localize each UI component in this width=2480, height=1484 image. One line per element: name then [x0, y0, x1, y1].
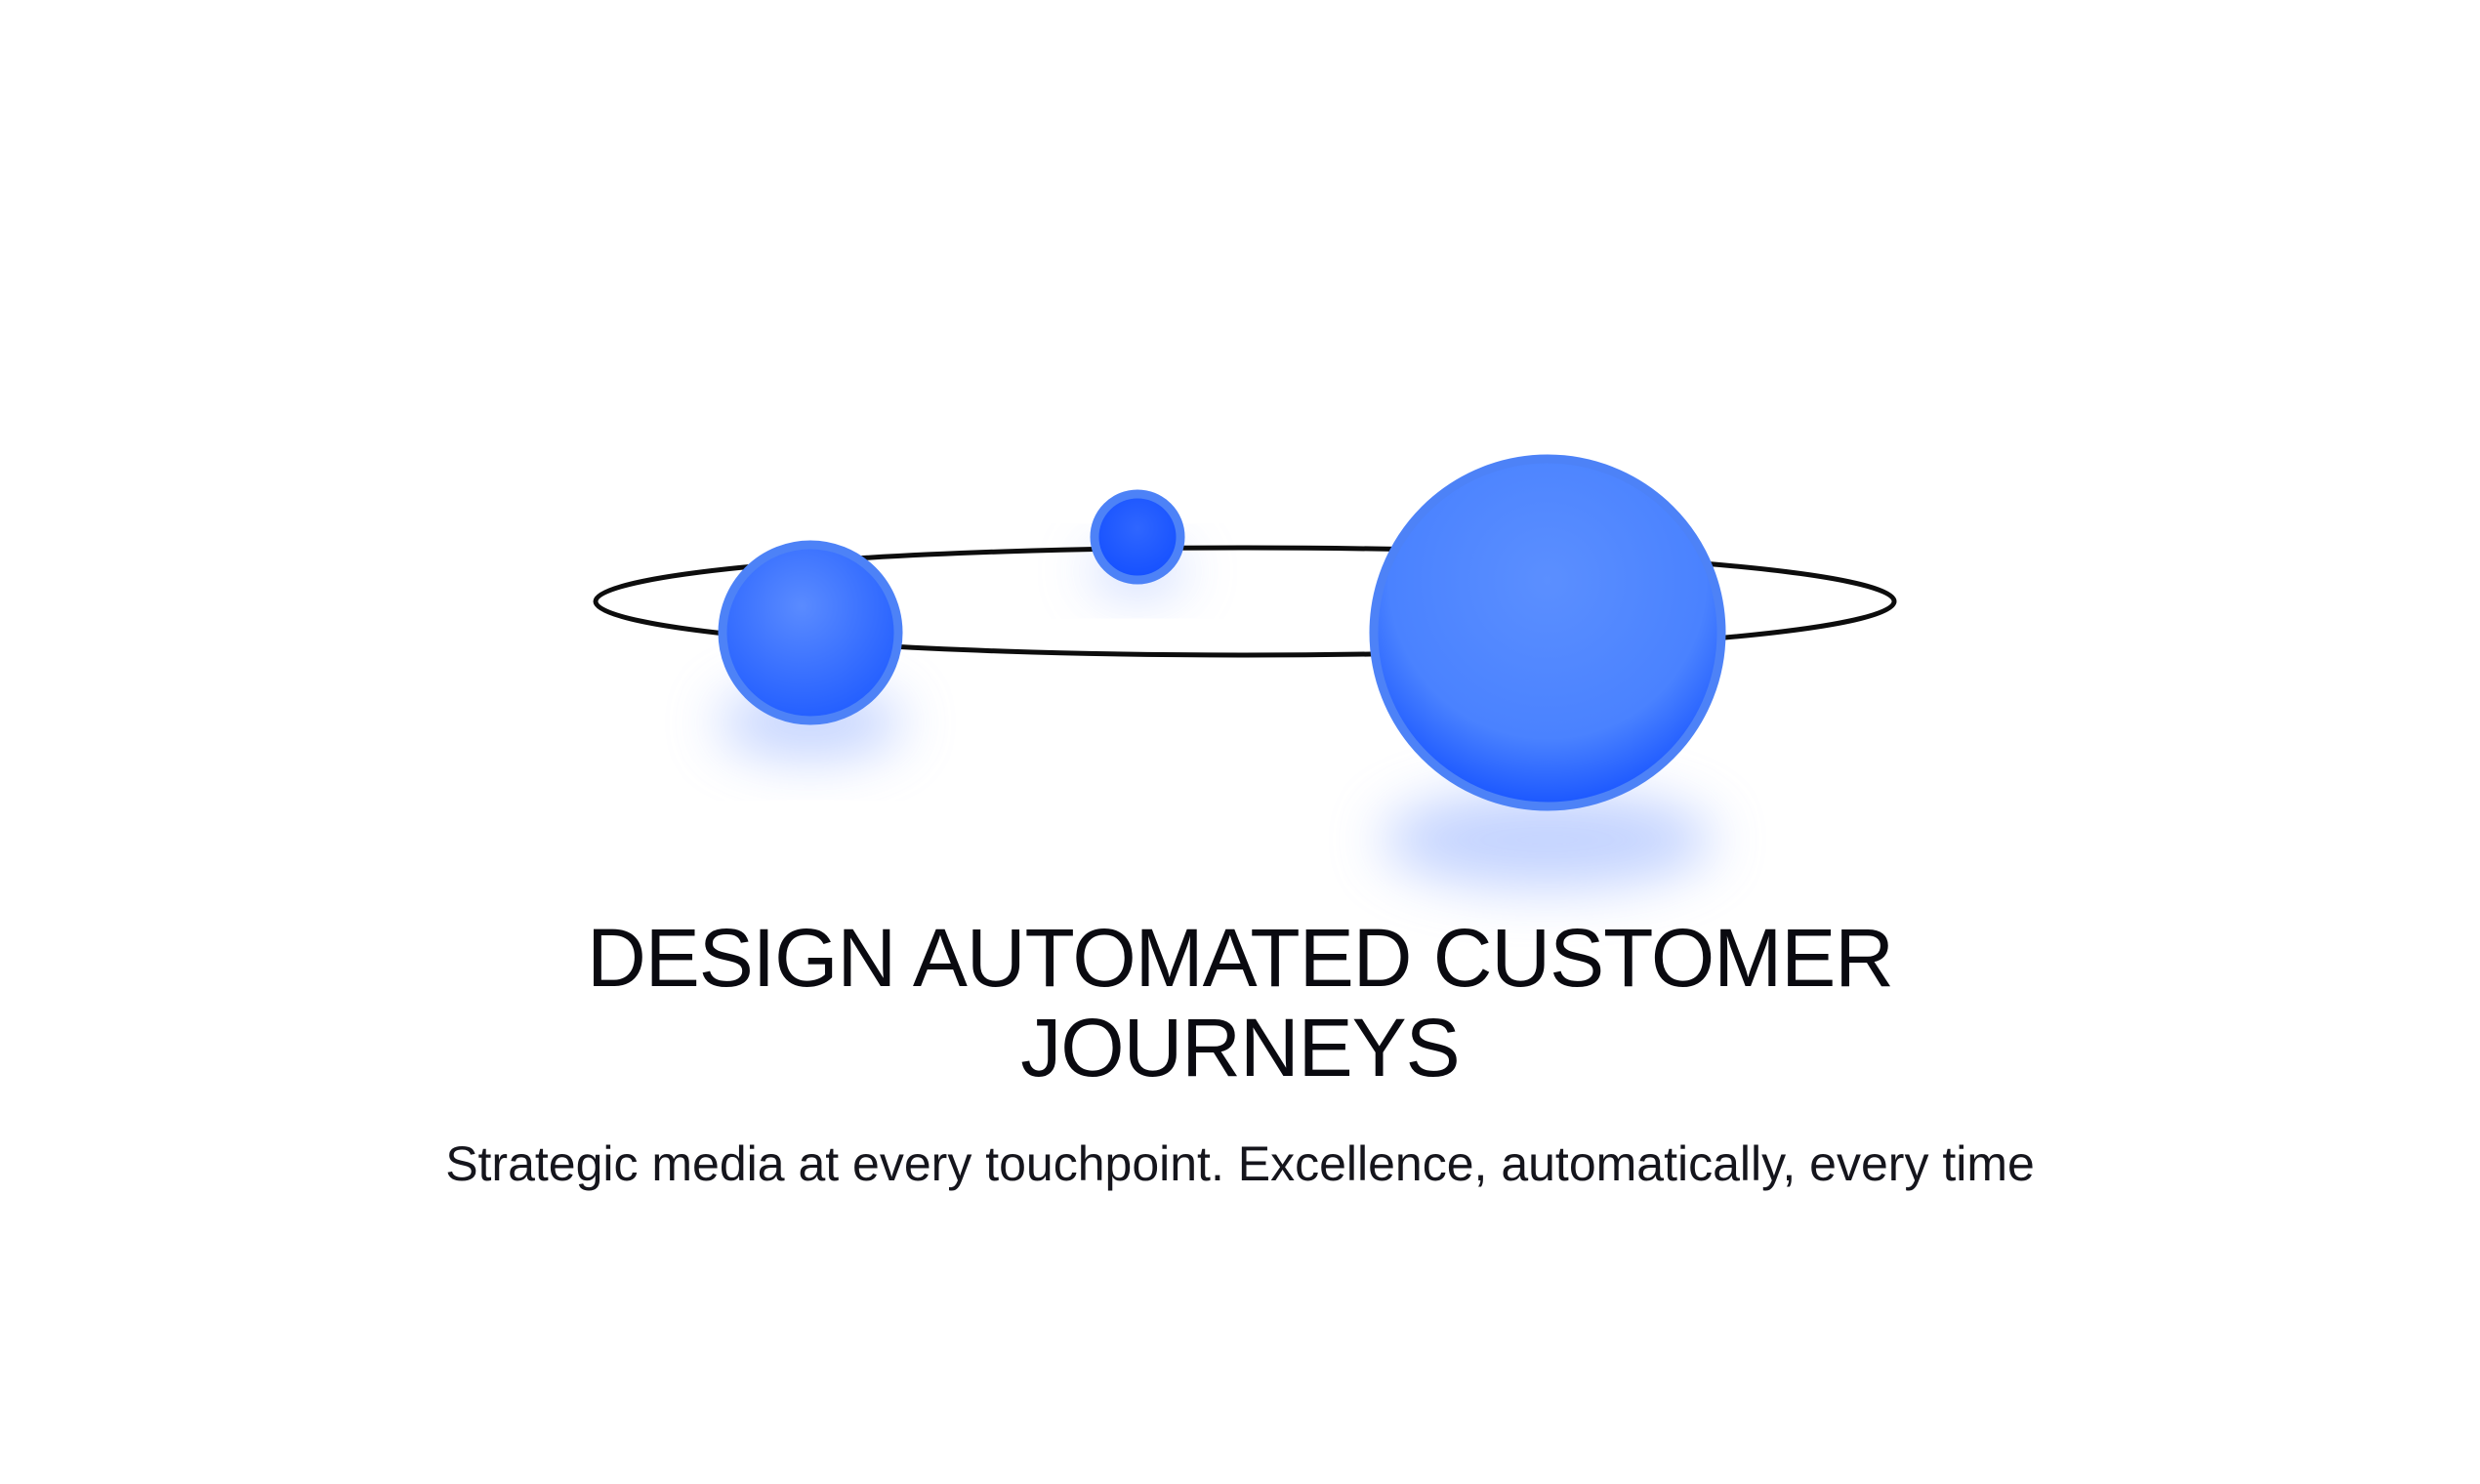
glow-large-planet: [1382, 791, 1714, 888]
hero-title: DESIGN AUTOMATED CUSTOMER JOURNEYS: [587, 912, 1894, 1093]
large-planet: [1369, 454, 1726, 811]
orbit-ring: [593, 545, 1897, 658]
hero-subtitle: Strategic media at every touchpoint. Exc…: [445, 1136, 2035, 1191]
small-planet: [1090, 489, 1185, 585]
orbit-planets-icon: [593, 454, 1897, 888]
mid-planet: [718, 540, 903, 725]
